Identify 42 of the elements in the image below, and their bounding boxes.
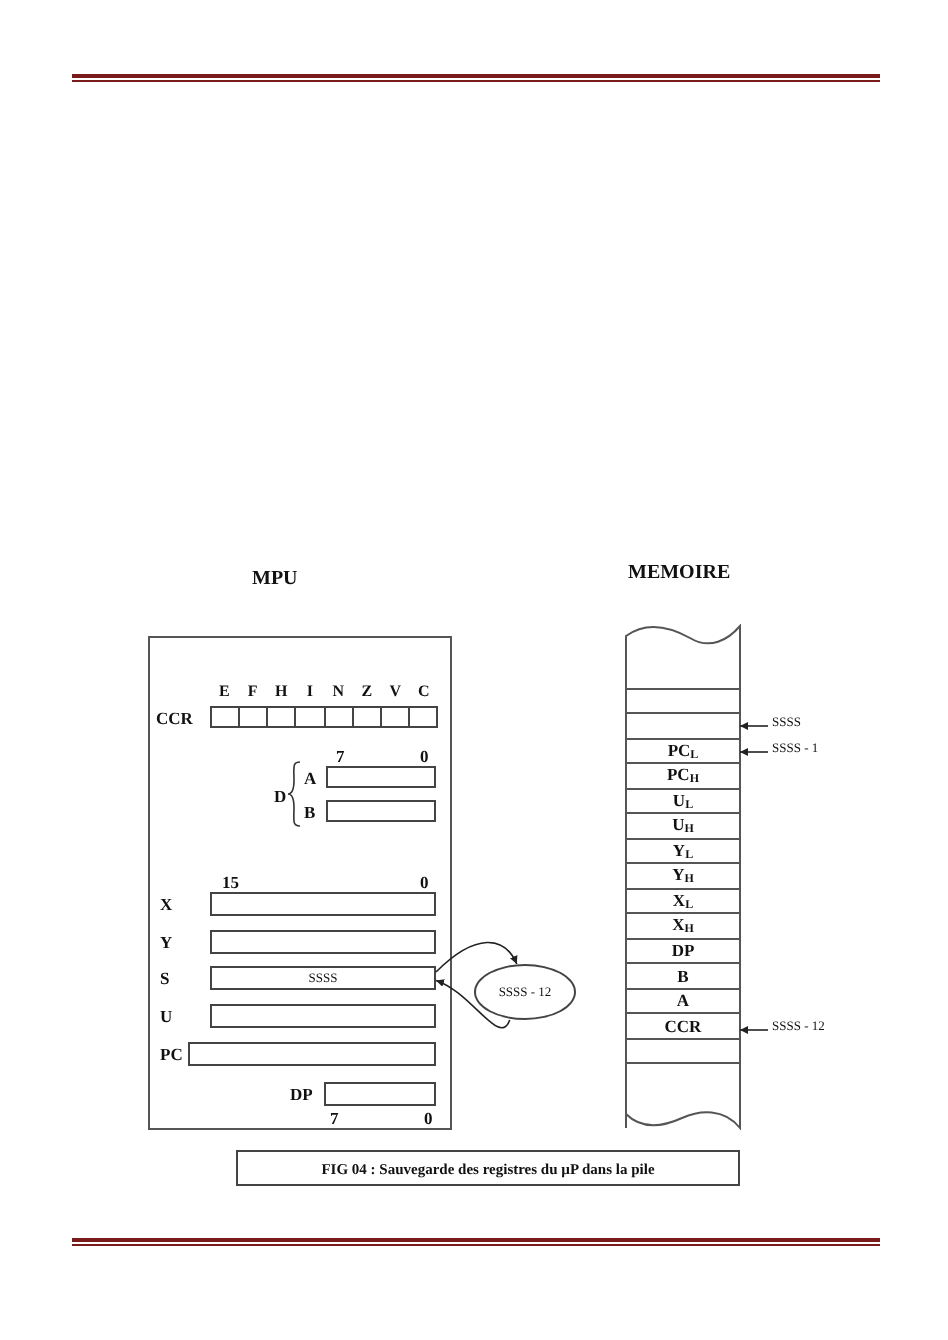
bit-number: 7 bbox=[330, 1108, 339, 1128]
panel-title: MEMOIRE bbox=[628, 562, 731, 584]
panel-title: MPU bbox=[252, 568, 298, 590]
register-label: U bbox=[160, 1006, 173, 1026]
flag-bit-label: F bbox=[247, 682, 258, 700]
arrow bbox=[739, 748, 769, 756]
bit-number: 0 bbox=[424, 1108, 433, 1128]
register-label: Y bbox=[160, 932, 173, 952]
flag-bit-label: N bbox=[332, 682, 345, 700]
arrow bbox=[739, 722, 769, 730]
bit-number: 15 bbox=[222, 872, 239, 892]
flag-bit-label: V bbox=[389, 682, 402, 700]
memory-cell: Y$_{L}$ bbox=[626, 839, 740, 864]
register-label: PC bbox=[160, 1044, 183, 1064]
register-label: DP bbox=[290, 1084, 313, 1104]
memory-cell: CCR bbox=[626, 1014, 740, 1039]
register-label: S bbox=[160, 968, 170, 988]
memory-cell: PC$_{H}$ bbox=[626, 764, 740, 789]
arrow bbox=[435, 941, 518, 973]
flag-bit-label: I bbox=[306, 682, 313, 700]
memory-cell: A bbox=[626, 989, 740, 1014]
memory-cell: PC$_{L}$ bbox=[626, 739, 740, 764]
bit-number: 0 bbox=[420, 746, 429, 766]
register-label: A bbox=[304, 767, 317, 787]
register-label: CCR bbox=[156, 708, 193, 728]
flag-bit-label: C bbox=[417, 682, 430, 700]
memory-cell: X$_{H}$ bbox=[626, 914, 740, 939]
flag-bit-label: Z bbox=[361, 682, 373, 700]
register-label: B bbox=[304, 801, 316, 821]
flag-bit-label: H bbox=[275, 682, 288, 700]
memory-cell: U$_{H}$ bbox=[626, 814, 740, 839]
memory-cell: U$_{L}$ bbox=[626, 789, 740, 814]
memory-cell: Y$_{H}$ bbox=[626, 864, 740, 889]
memory-cell: DP bbox=[626, 939, 740, 964]
memory-cell: X$_{L}$ bbox=[626, 889, 740, 914]
memory-cell: B bbox=[626, 964, 740, 989]
register-label: X bbox=[160, 894, 173, 914]
bit-number: 0 bbox=[420, 872, 429, 892]
arrow bbox=[739, 1026, 769, 1034]
bit-number: D bbox=[274, 786, 287, 806]
bit-number: 7 bbox=[336, 746, 345, 766]
flag-bit-label: E bbox=[218, 682, 230, 700]
